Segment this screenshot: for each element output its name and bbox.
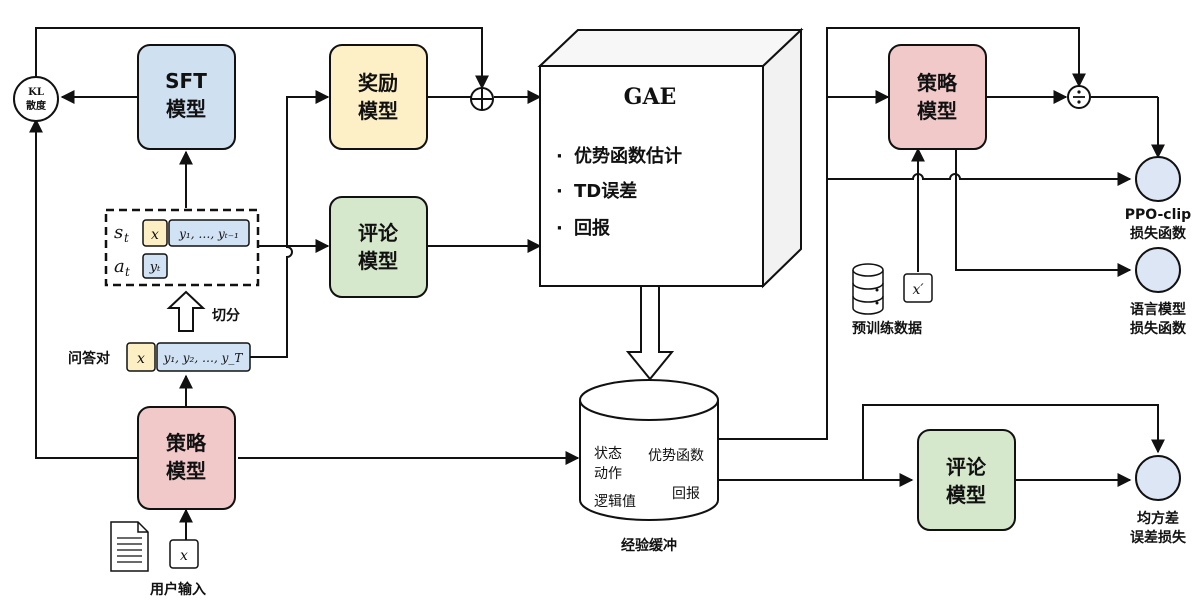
lm-loss-label: 语言模型 — [1130, 301, 1186, 318]
split-arrow: 切分 — [166, 290, 240, 332]
policy-right-subtitle: 模型 — [917, 99, 957, 123]
split-label: 切分 — [212, 308, 240, 324]
document-icon — [110, 521, 149, 572]
reward-model-box: 奖励 模型 — [329, 44, 428, 150]
sft-model-box: SFT 模型 — [137, 44, 236, 150]
gae-item-td-error: TD误差 — [574, 180, 637, 202]
kl-label: KL — [28, 87, 44, 98]
sft-subtitle: 模型 — [166, 97, 206, 121]
policy-model-box-right: 策略 模型 — [888, 44, 987, 150]
state-y-sequence: y₁, …, yₜ₋₁ — [178, 227, 239, 241]
gae-bullet-2: · — [556, 181, 563, 202]
lm-loss-sublabel: 损失函数 — [1130, 320, 1187, 337]
action-symbol: a — [114, 256, 125, 277]
critic-model-box-right: 评论 模型 — [917, 429, 1016, 531]
policy-right-title: 策略 — [917, 71, 958, 95]
ppo-loss-label: PPO-clip — [1125, 207, 1191, 223]
critic-top-title: 评论 — [358, 221, 399, 245]
critic-right-subtitle: 模型 — [946, 483, 986, 507]
buffer-state: 状态 — [594, 446, 622, 462]
critic-right-title: 评论 — [946, 455, 987, 479]
buffer-return: 回报 — [672, 486, 700, 502]
critic-top-subtitle: 模型 — [358, 249, 398, 273]
ppo-loss-node: PPO-clip 损失函数 — [1125, 156, 1191, 242]
state-x-cell: x — [151, 227, 159, 243]
reward-title: 奖励 — [358, 71, 398, 95]
qa-pair-label: 问答对 — [68, 350, 110, 367]
action-y-cell: yₜ — [149, 260, 161, 275]
gae-bullet-1: · — [556, 146, 563, 167]
qa-x-cell: x — [137, 351, 145, 367]
database-icon — [852, 263, 884, 315]
policy-bottom-subtitle: 模型 — [166, 459, 206, 483]
mse-loss-label: 均方差 — [1137, 510, 1179, 527]
sum-node — [470, 87, 494, 111]
policy-model-box-bottom: 策略 模型 — [137, 406, 236, 510]
gae-item-return: 回报 — [574, 217, 610, 239]
action-subscript: t — [125, 265, 130, 279]
gae-bullet-3: · — [556, 218, 563, 239]
experience-buffer: 状态 动作 优势函数 逻辑值 回报 经验缓冲 — [579, 379, 719, 554]
connectors — [29, 27, 1165, 540]
kl-divergence-node: KL 散度 — [13, 76, 59, 122]
policy-bottom-title: 策略 — [166, 431, 207, 455]
pretrain-data: x′ 预训练数据 — [852, 263, 933, 337]
qa-pair: 问答对 x y₁, y₂, …, y_T — [68, 342, 251, 372]
pretrain-label: 预训练数据 — [852, 320, 922, 337]
gae-title: GAE — [624, 84, 677, 110]
buffer-action: 动作 — [594, 466, 622, 482]
gae-block: GAE · 优势函数估计 · TD误差 · 回报 — [537, 27, 804, 289]
lm-loss-node: 语言模型 损失函数 — [1130, 247, 1187, 337]
mse-loss-node: 均方差 误差损失 — [1130, 455, 1187, 546]
ppo-loss-sublabel: 损失函数 — [1130, 225, 1187, 242]
reward-subtitle: 模型 — [358, 99, 398, 123]
kl-sub-label: 散度 — [26, 99, 47, 112]
critic-model-box-top: 评论 模型 — [329, 196, 428, 298]
division-node — [1067, 85, 1091, 109]
qa-y-sequence: y₁, y₂, …, y_T — [163, 351, 244, 365]
gae-item-advantage: 优势函数估计 — [574, 145, 682, 167]
user-input: x 用户输入 — [110, 521, 206, 598]
user-input-x-cell: x — [180, 548, 188, 564]
user-input-label: 用户输入 — [150, 581, 206, 598]
buffer-advantage: 优势函数 — [648, 448, 704, 464]
sft-title: SFT — [165, 69, 207, 93]
state-subscript: t — [124, 231, 129, 245]
pretrain-x-cell: x′ — [912, 282, 924, 298]
buffer-label: 经验缓冲 — [621, 537, 677, 554]
buffer-logit: 逻辑值 — [594, 494, 636, 510]
mse-loss-sublabel: 误差损失 — [1130, 529, 1187, 546]
state-action-box: s t x y₁, …, yₜ₋₁ a t yₜ — [104, 208, 260, 287]
state-symbol: s — [114, 222, 123, 243]
